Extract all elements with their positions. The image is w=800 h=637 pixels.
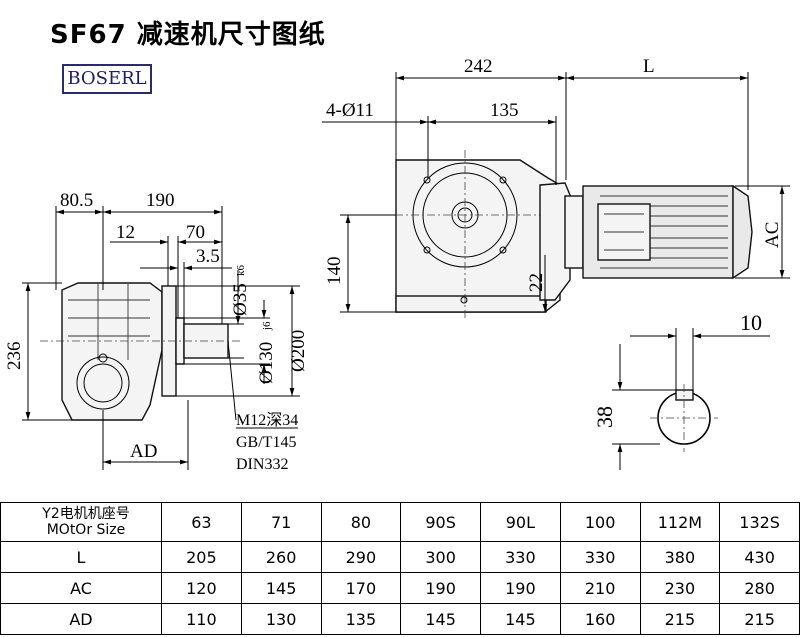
table-cell: 145	[400, 603, 481, 635]
side-view: 80.5 190 12 70 3.5 236 Ø35 k6 Ø130 j6 Ø2	[4, 190, 309, 473]
table-row: L 205 260 290 300 330 330 380 430	[0, 541, 800, 573]
note-standard-gb: GB/T145	[236, 434, 296, 451]
dim-242: 242	[464, 56, 493, 77]
housing-base	[395, 295, 547, 313]
shaft-key-detail: 10 38	[592, 310, 770, 470]
dim-80-5: 80.5	[60, 190, 93, 211]
worm-stage	[539, 182, 571, 301]
dim-22: 22	[526, 273, 547, 292]
table-cell: 120	[161, 572, 242, 604]
hollow-shaft-side	[76, 356, 130, 410]
table-cell: 190	[400, 572, 481, 604]
dim-AD: AD	[130, 441, 157, 462]
table-size-cell: 132S	[719, 502, 800, 542]
table-size-cell: 71	[240, 502, 322, 542]
table-cell: 160	[559, 603, 641, 635]
table-cell: 280	[719, 572, 800, 604]
brand-logo: BOSERL	[62, 64, 152, 94]
dim-130-tolerance: j6	[261, 321, 273, 331]
dim-200: Ø200	[288, 330, 309, 372]
table-cell: 215	[639, 603, 721, 635]
dim-shaft-35-tolerance: k6	[235, 265, 247, 277]
motor-adapter	[564, 195, 584, 269]
front-view: 242 L 4-Ø11 135 140 22 AC	[322, 56, 790, 318]
table-size-cell: 90L	[480, 502, 561, 542]
note-standard-din: DIN332	[236, 456, 288, 473]
table-cell: 330	[559, 541, 641, 573]
motor-size-table: Y2电机机座号 MOtOr Size 63 71 80 90S 90L 100 …	[0, 502, 800, 635]
table-size-cell: 63	[161, 502, 242, 542]
table-cell: 380	[639, 541, 721, 573]
dim-70: 70	[186, 222, 205, 243]
dim-12: 12	[116, 222, 135, 243]
dim-135: 135	[490, 100, 519, 121]
table-cell: 230	[639, 572, 721, 604]
note-thread: M12深34	[236, 411, 298, 429]
technical-drawing: 242 L 4-Ø11 135 140 22 AC	[4, 56, 790, 473]
table-row-label: L	[0, 541, 162, 573]
dim-190: 190	[146, 190, 175, 211]
table-size-cell: 80	[320, 502, 402, 542]
table-cell: 135	[320, 603, 402, 635]
gearbox-housing-side	[61, 282, 163, 421]
table-cell: 210	[559, 572, 641, 604]
table-cell: 290	[320, 541, 402, 573]
dim-bolt-holes: 4-Ø11	[326, 100, 374, 121]
table-cell: 190	[480, 572, 561, 604]
dim-key-38: 38	[592, 406, 617, 428]
table-row: AC 120 145 170 190 190 210 230 280	[0, 572, 800, 604]
table-cell: 145	[480, 603, 561, 635]
table-cell: 170	[320, 572, 402, 604]
table-size-cell: 90S	[400, 502, 481, 542]
table-row-label: AD	[0, 603, 162, 635]
dim-130: Ø130	[256, 342, 277, 384]
table-cell: 130	[240, 603, 322, 635]
table-cell: 430	[719, 541, 800, 573]
dim-140: 140	[324, 257, 345, 286]
dim-3-5: 3.5	[196, 246, 220, 267]
dim-AC: AC	[762, 222, 783, 248]
table-header-row: Y2电机机座号 MOtOr Size 63 71 80 90S 90L 100 …	[0, 502, 800, 542]
dim-236: 236	[4, 342, 25, 371]
table-size-cell: 112M	[639, 502, 721, 542]
table-cell: 260	[240, 541, 322, 573]
table-cell: 300	[400, 541, 481, 573]
table-cell: 145	[240, 572, 322, 604]
table-cell: 205	[161, 541, 242, 573]
table-cell: 330	[480, 541, 561, 573]
table-cell: 215	[719, 603, 800, 635]
page-title: SF67 减速机尺寸图纸	[50, 20, 326, 50]
table-row: AD 110 130 135 145 145 160 215 215	[0, 603, 800, 635]
dim-L: L	[643, 56, 655, 77]
key-slot	[675, 389, 694, 401]
dim-shaft-35: Ø35	[230, 283, 251, 316]
table-row-label: AC	[0, 572, 162, 604]
table-cell: 110	[161, 603, 242, 635]
dim-key-10: 10	[740, 310, 762, 335]
table-size-cell: 100	[559, 502, 641, 542]
table-header-cell: Y2电机机座号 MOtOr Size	[0, 502, 162, 542]
motor-fan-cover	[732, 184, 753, 280]
